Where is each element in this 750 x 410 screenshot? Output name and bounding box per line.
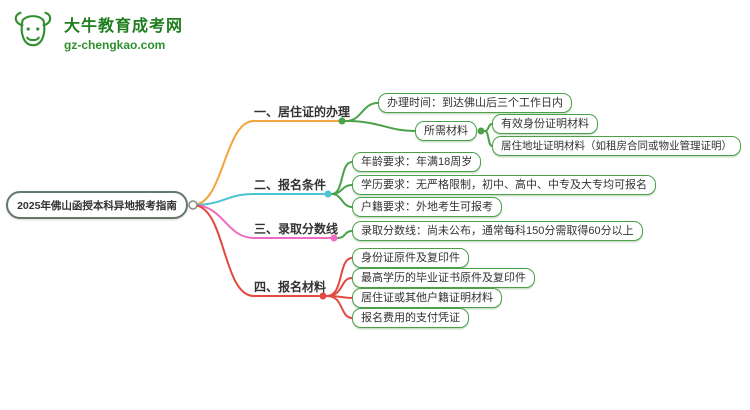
mindmap-node-diploma-copy: 最高学历的毕业证书原件及复印件 bbox=[352, 268, 535, 288]
mindmap-node-valid-id: 有效身份证明材料 bbox=[492, 114, 598, 134]
site-name: 大牛教育成考网 bbox=[64, 17, 184, 35]
materials-handle-icon bbox=[477, 127, 485, 135]
site-url: gz-chengkao.com bbox=[64, 37, 166, 52]
branch-label-residence-permit: 一、居住证的办理 bbox=[254, 105, 351, 119]
root-handle-icon bbox=[188, 200, 198, 210]
mindmap-node-score-line-detail: 录取分数线：尚未公布，通常每科150分需取得60分以上 bbox=[352, 221, 643, 241]
mindmap-node-education-requirement: 学历要求：无严格限制，初中、高中、中专及大专均可报名 bbox=[352, 175, 656, 195]
ox-logo-icon bbox=[10, 8, 56, 55]
mindmap-node-id-copy: 身份证原件及复印件 bbox=[352, 248, 469, 268]
branch-label-materials: 四、报名材料 bbox=[254, 280, 327, 294]
mindmap-node-required-materials: 所需材料 bbox=[415, 121, 477, 141]
branch-label-score-line: 三、录取分数线 bbox=[254, 222, 339, 236]
mindmap-node-residence-proof: 居住证或其他户籍证明材料 bbox=[352, 288, 502, 308]
mindmap-node-age-requirement: 年龄要求：年满18周岁 bbox=[352, 152, 482, 172]
mindmap-node-processing-time: 办理时间：到达佛山后三个工作日内 bbox=[378, 93, 572, 113]
mindmap-root-node: 2025年佛山函授本科异地报考指南 bbox=[6, 191, 188, 219]
mindmap-node-payment-voucher: 报名费用的支付凭证 bbox=[352, 308, 469, 328]
mindmap-node-household-requirement: 户籍要求：外地考生可报考 bbox=[352, 197, 502, 217]
site-logo: 大牛教育成考网 gz-chengkao.com bbox=[10, 8, 183, 55]
branch-label-requirements: 二、报名条件 bbox=[254, 178, 327, 192]
mindmap-node-address-proof: 居住地址证明材料（如租房合同或物业管理证明） bbox=[492, 136, 741, 156]
